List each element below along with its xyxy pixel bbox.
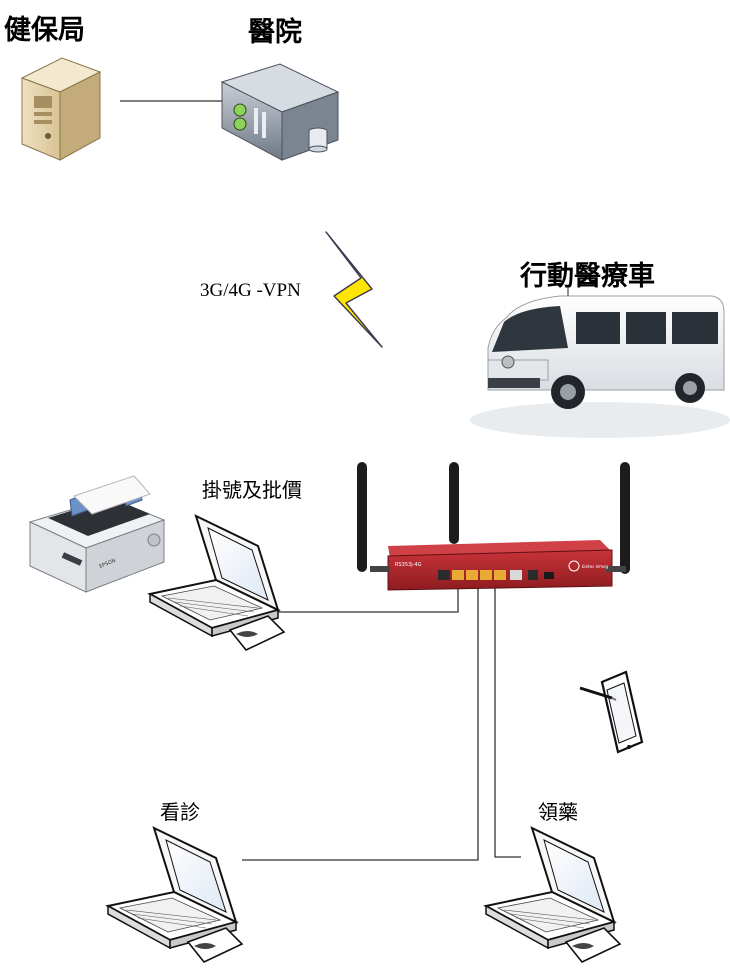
printer-icon: EPSON	[28, 475, 166, 593]
vpn-label: 3G/4G -VPN	[200, 280, 301, 301]
tablet-icon	[579, 670, 644, 754]
hospital-server-icon	[220, 63, 340, 161]
link-pharmacy-router	[494, 586, 521, 858]
router-icon: RS353j-4G bintec elmeg	[357, 462, 630, 591]
link-consult-router	[242, 586, 479, 861]
connection-lines	[120, 100, 521, 861]
pharmacy-laptop-icon	[483, 826, 622, 963]
link-registration-router	[265, 583, 459, 613]
router-model-text: RS353j-4G	[395, 562, 422, 568]
consult-label: 看診	[160, 800, 200, 824]
nhi-label: 健保局	[4, 15, 85, 46]
lightning-icon	[325, 231, 383, 348]
van-label: 行動醫療車	[520, 261, 655, 292]
router-brand-text: bintec elmeg	[582, 564, 609, 569]
hospital-label: 醫院	[248, 17, 302, 48]
medical-van-icon	[470, 286, 730, 438]
registration-label: 掛號及批價	[202, 478, 302, 502]
nhi-server-icon	[20, 57, 102, 161]
registration-laptop-icon	[147, 514, 286, 651]
consult-laptop-icon	[105, 826, 244, 963]
pharmacy-label: 領藥	[538, 800, 578, 824]
